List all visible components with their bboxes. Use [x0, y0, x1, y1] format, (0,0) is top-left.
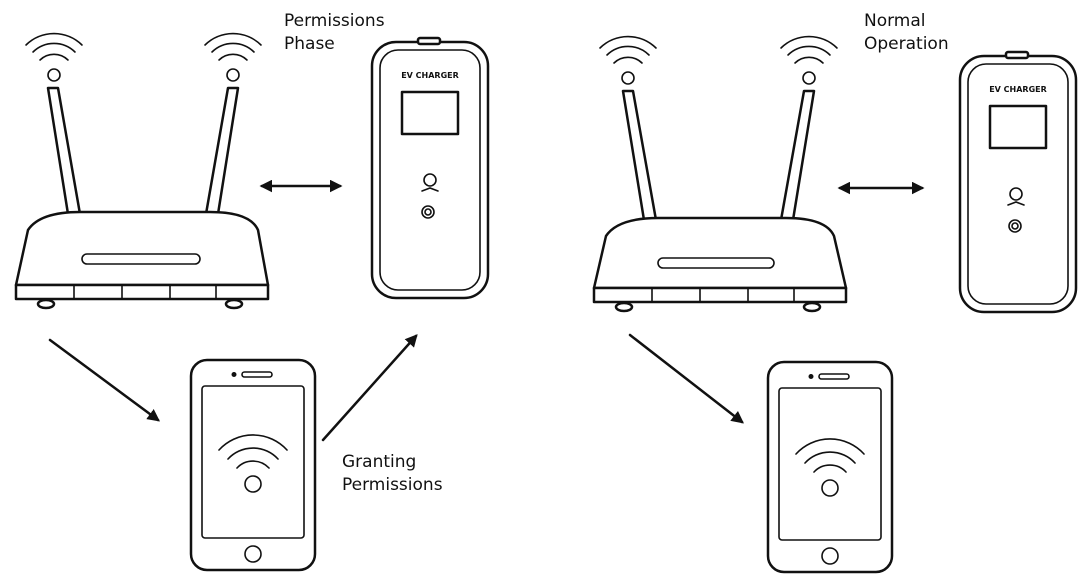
left-charger-screen: [400, 90, 460, 136]
right-phone-body: [766, 360, 894, 574]
left-router-light: [81, 253, 201, 265]
right-router-base: [592, 286, 848, 304]
right-router-phone-arrow: [628, 333, 744, 424]
left-ev-charger: EV CHARGER: [370, 36, 490, 300]
left-phone-home-button: [244, 545, 262, 563]
right-charger-label: EV CHARGER: [989, 85, 1047, 94]
left-phone-screen: [201, 385, 305, 539]
left-router-body: [14, 210, 270, 287]
right-ev-charger: EV CHARGER: [958, 50, 1078, 314]
left-charger-outer: [370, 40, 490, 300]
left-charger-button-a-icon: [423, 173, 437, 187]
right-charger-outer: [958, 54, 1078, 314]
granting-permissions-label: Granting Permissions: [342, 452, 443, 495]
right-router: [592, 35, 848, 313]
left-phone: [189, 358, 317, 572]
right-router-antenna-1: [621, 89, 658, 222]
left-phone-charger-arrow: [321, 334, 418, 442]
left-phone-wifi-icon: [218, 434, 288, 493]
left-charger-label: EV CHARGER: [401, 71, 459, 80]
right-router-antenna-2: [779, 89, 816, 222]
left-router: [14, 32, 270, 310]
right-phone-wifi-icon: [795, 438, 865, 497]
left-router-wifi-signal-2-icon: [204, 32, 262, 82]
left-router-wifi-signal-1-icon: [25, 32, 83, 82]
left-router-phone-arrow: [48, 338, 161, 422]
right-router-body: [592, 216, 848, 290]
left-router-antenna-1: [46, 86, 82, 216]
left-charger-button-b-icon: [421, 205, 435, 219]
right-charger-screen: [988, 104, 1048, 150]
left-phone-body: [189, 358, 317, 572]
left-phase-label: Permissions Phase: [284, 11, 385, 54]
right-phase-label: Normal Operation: [864, 11, 949, 54]
right-phone-home-button: [821, 547, 839, 565]
right-router-wifi-signal-2-icon: [780, 35, 838, 85]
right-phone: [766, 360, 894, 574]
right-router-wifi-signal-1-icon: [599, 35, 657, 85]
right-charger-button-a-icon: [1009, 187, 1023, 201]
left-router-base: [14, 283, 270, 301]
right-phone-screen: [778, 387, 882, 541]
left-router-antenna-2: [204, 86, 240, 216]
right-charger-button-b-icon: [1008, 219, 1022, 233]
